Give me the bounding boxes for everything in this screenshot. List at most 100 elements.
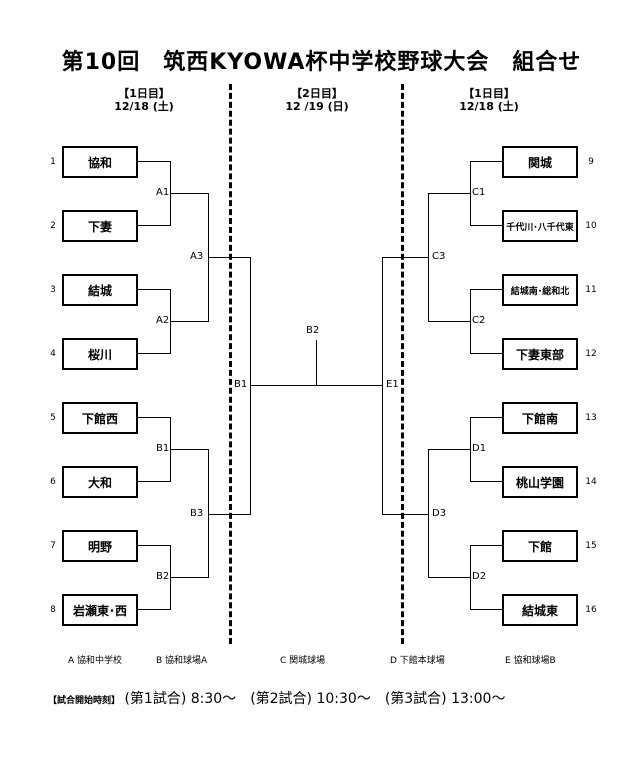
seed-number: 8 (50, 605, 56, 615)
bracket-line (470, 609, 502, 610)
match-label: D3 (432, 508, 447, 519)
seed-number: 14 (585, 477, 597, 487)
match-label: C2 (472, 315, 486, 326)
seed-number: 15 (585, 541, 597, 551)
bracket-line (208, 449, 209, 578)
match-label: B2 (306, 325, 320, 336)
bracket-line (138, 289, 170, 290)
seed-number: 12 (585, 349, 597, 359)
bracket-line (138, 609, 170, 610)
match-label: C3 (432, 251, 446, 262)
seed-number: 2 (50, 221, 56, 231)
team-box: 協和 (62, 146, 138, 178)
day-header-left: 【1日目】 12/18 (土) (84, 87, 204, 113)
bracket-line (382, 514, 428, 515)
bracket-line (170, 193, 208, 194)
team-box: 結城南･総和北 (502, 274, 578, 306)
page-title: 第10回 筑西KYOWA杯中学校野球大会 組合せ (61, 50, 582, 75)
team-box: 結城 (62, 274, 138, 306)
seed-number: 13 (585, 413, 597, 423)
seed-number: 5 (50, 413, 56, 423)
bracket-line (250, 385, 316, 386)
team-box: 大和 (62, 466, 138, 498)
bracket-line (470, 161, 471, 226)
match-label: D2 (472, 571, 487, 582)
bracket-line (428, 193, 429, 322)
match-label: B1 (156, 443, 170, 454)
team-box: 明野 (62, 530, 138, 562)
venue-legend-item: C 関城球場 (280, 656, 326, 666)
bracket-line (138, 353, 170, 354)
bracket-line (470, 289, 471, 354)
bracket-line (428, 449, 429, 578)
seed-number: 10 (585, 221, 597, 231)
team-box: 下館西 (62, 402, 138, 434)
bracket-line (138, 545, 170, 546)
bracket-line (470, 225, 502, 226)
bracket-line (428, 193, 470, 194)
team-box: 下館南 (502, 402, 578, 434)
bracket-line (428, 321, 470, 322)
team-box: 桃山学園 (502, 466, 578, 498)
schedule-line: 【試合開始時刻】 (第1試合) 8:30～ (第2試合) 10:30～ (第3試… (48, 688, 505, 708)
bracket-line (470, 545, 502, 546)
team-box: 桜川 (62, 338, 138, 370)
day-label: 【2日目】 (291, 87, 343, 100)
schedule-heading: 【試合開始時刻】 (48, 696, 121, 706)
day-date: 12/18 (土) (459, 100, 519, 113)
bracket-line (382, 257, 383, 515)
match-label: A3 (190, 251, 204, 262)
seed-number: 6 (50, 477, 56, 487)
match-label: D1 (472, 443, 487, 454)
day-header-center: 【2日目】 12 /19 (日) (257, 87, 377, 113)
match-label: A1 (156, 187, 170, 198)
venue-legend-item: E 協和球場B (505, 656, 556, 666)
match-label: A2 (156, 315, 170, 326)
match-label: B3 (190, 508, 204, 519)
team-box: 岩瀬東･西 (62, 594, 138, 626)
bracket-line (470, 417, 471, 482)
bracket-line (138, 161, 170, 162)
match-label: B1 (234, 379, 248, 390)
bracket-line (470, 353, 502, 354)
day-date: 12 /19 (日) (285, 100, 349, 113)
schedule-times: (第1試合) 8:30～ (第2試合) 10:30～ (第3試合) 13:00～ (124, 691, 506, 707)
team-box: 下館 (502, 530, 578, 562)
bracket-line (250, 257, 251, 515)
seed-number: 4 (50, 349, 56, 359)
bracket-line (470, 417, 502, 418)
bracket-line (316, 340, 317, 386)
bracket-line (316, 385, 382, 386)
bracket-line (208, 257, 250, 258)
bracket-line (428, 449, 470, 450)
divider-left (229, 84, 232, 644)
day-header-right: 【1日目】 12/18 (土) (429, 87, 549, 113)
match-label: B2 (156, 571, 170, 582)
bracket-line (170, 577, 208, 578)
bracket-line (470, 161, 502, 162)
bracket-line (470, 545, 471, 610)
team-box: 関城 (502, 146, 578, 178)
bracket-line (170, 321, 208, 322)
bracket-line (138, 225, 170, 226)
bracket-line (428, 577, 470, 578)
seed-number: 11 (585, 285, 597, 295)
bracket-line (470, 289, 502, 290)
team-box: 下妻 (62, 210, 138, 242)
match-label: E1 (386, 379, 399, 390)
team-box: 結城東 (502, 594, 578, 626)
day-label: 【1日目】 (118, 87, 170, 100)
bracket-line (138, 417, 170, 418)
day-label: 【1日目】 (463, 87, 515, 100)
seed-number: 3 (50, 285, 56, 295)
bracket-line (170, 449, 208, 450)
bracket-line (208, 514, 250, 515)
bracket-line (470, 481, 502, 482)
bracket-line (382, 257, 428, 258)
team-box: 下妻東部 (502, 338, 578, 370)
bracket-line (138, 481, 170, 482)
day-date: 12/18 (土) (114, 100, 174, 113)
seed-number: 1 (50, 157, 56, 167)
venue-legend-item: B 協和球場A (156, 656, 208, 666)
